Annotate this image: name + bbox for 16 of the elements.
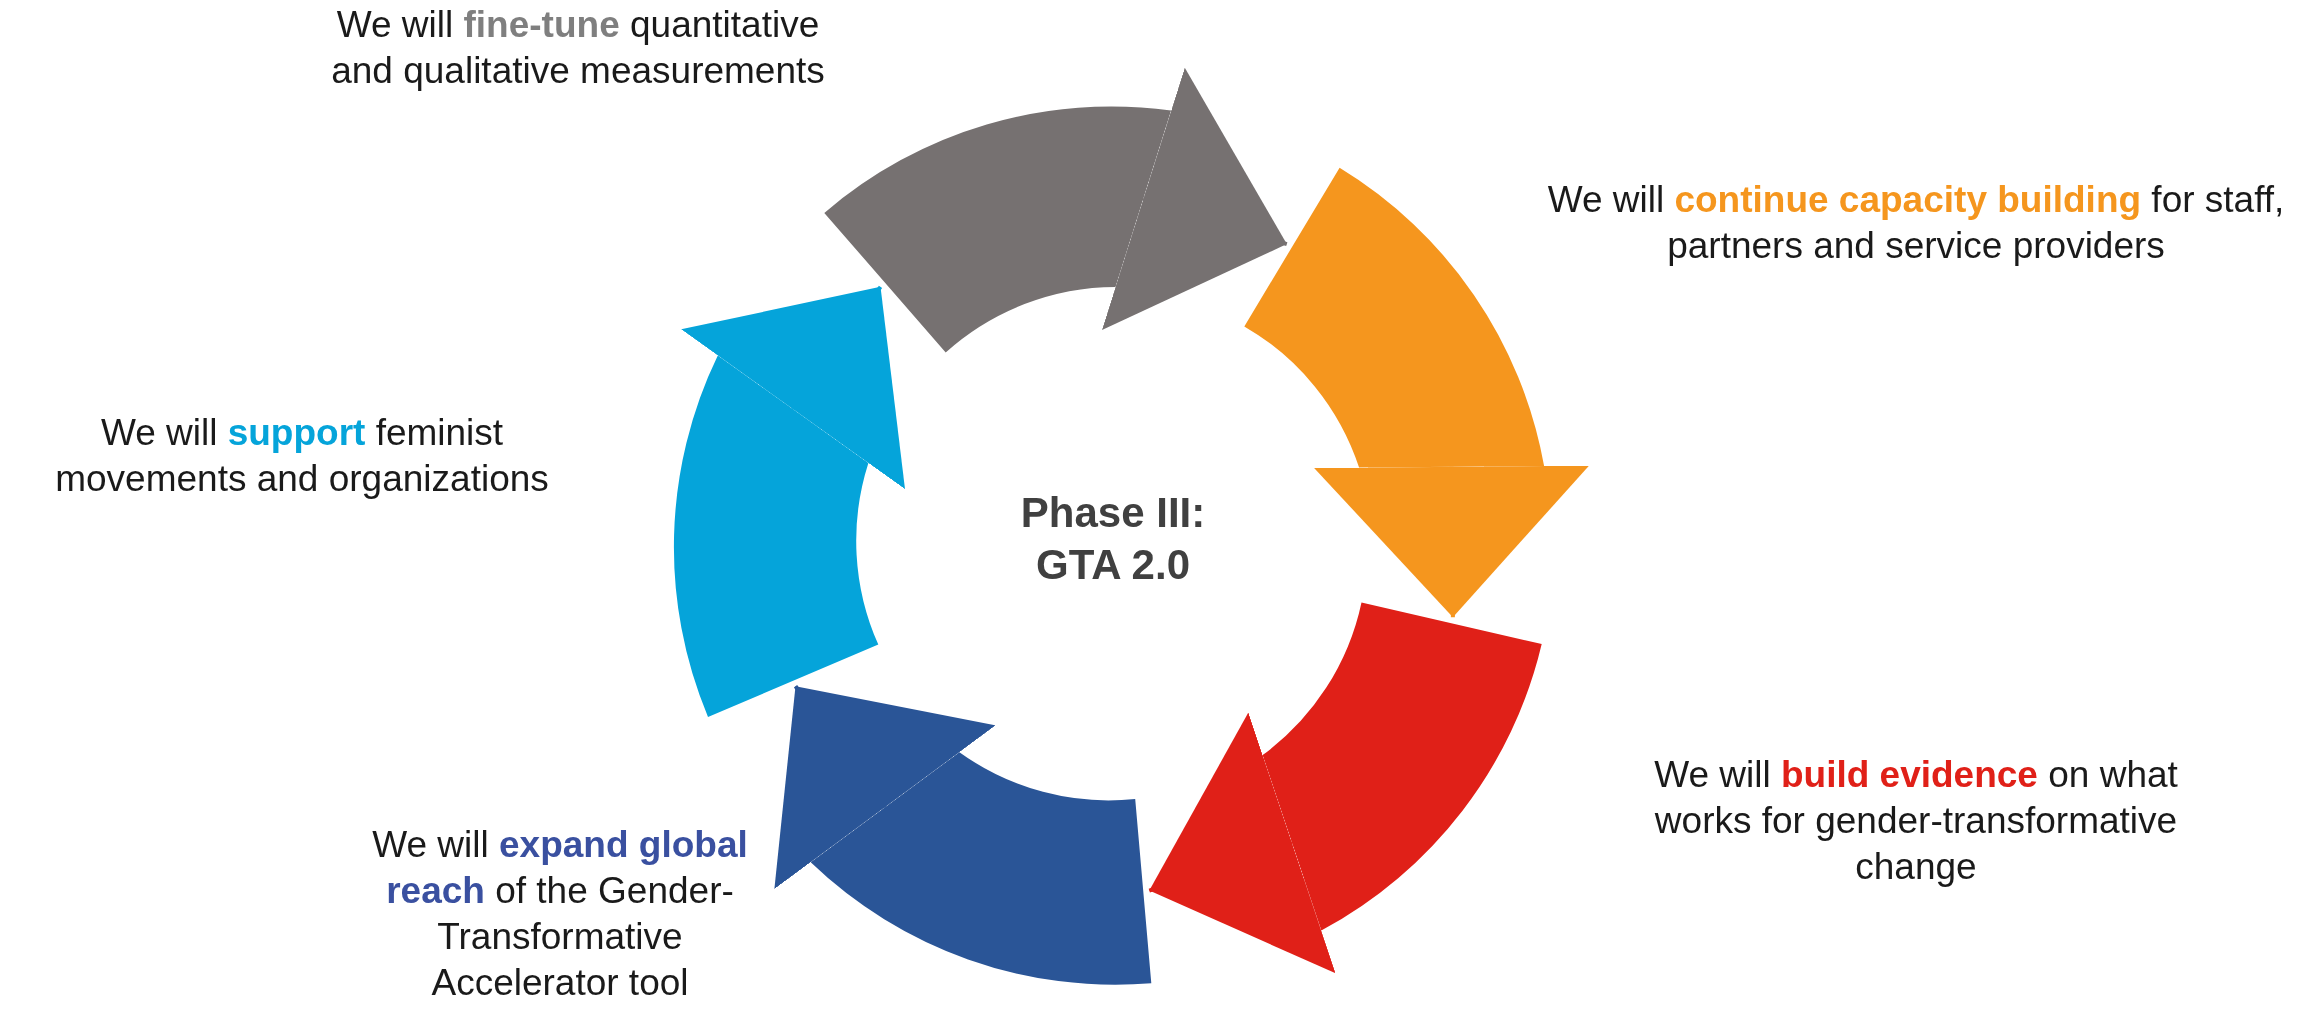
arrow bbox=[681, 285, 905, 490]
arrow bbox=[774, 685, 996, 889]
statement-text: We will support feminist movements and organizations bbox=[54, 411, 550, 501]
ring-segment bbox=[1262, 602, 1542, 931]
ring-segment bbox=[1244, 167, 1545, 468]
statement-text: We will continue capacity building for staff, partners and service providers bbox=[1546, 178, 2286, 268]
statement-text: We will expand global reach of the Gender-Transformative Accelerator tool bbox=[371, 823, 749, 1005]
ring-segment bbox=[824, 106, 1172, 353]
ring-segment bbox=[674, 355, 879, 717]
ring-segment bbox=[810, 752, 1152, 985]
statement-text: We will build evidence on what works for gender-transformative change bbox=[1653, 753, 2179, 889]
statement-text: We will fine-tune quantitative and qualitative measurements bbox=[330, 3, 826, 93]
arrow bbox=[1102, 67, 1288, 330]
arrow bbox=[1148, 712, 1336, 974]
center-label: Phase III: GTA 2.0 bbox=[983, 487, 1243, 591]
arrow bbox=[1314, 465, 1590, 618]
